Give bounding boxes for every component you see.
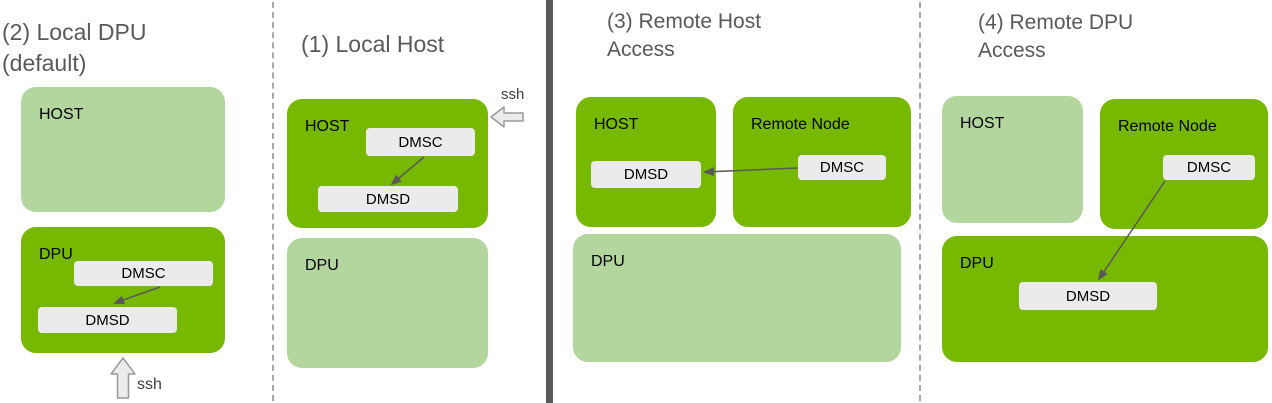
- host-box-local-host: HOST DMSC DMSD: [287, 99, 488, 228]
- dpu-label: DPU: [960, 255, 994, 272]
- panel-title-local-dpu: (2) Local DPU (default): [2, 19, 147, 76]
- remote-node-label: Remote Node: [751, 116, 850, 133]
- ssh-label: ssh: [137, 376, 162, 393]
- ssh-label: ssh: [501, 86, 525, 103]
- dmsc-module: DMSC: [366, 128, 475, 156]
- dpu-box-local-host: DPU: [287, 238, 488, 368]
- dmsc-module: DMSC: [1163, 155, 1255, 180]
- dmsd-module: DMSD: [1019, 282, 1157, 310]
- remote-node-box-remote-dpu: Remote Node DMSC: [1100, 99, 1268, 229]
- panel-divider-solid: [546, 0, 553, 403]
- host-box-remote-dpu: HOST: [942, 96, 1083, 223]
- dmsc-module: DMSC: [798, 155, 886, 180]
- host-label: HOST: [960, 115, 1005, 132]
- host-label: HOST: [39, 106, 84, 123]
- panel-title-remote-dpu-access: (4) Remote DPU Access: [978, 11, 1134, 62]
- panel-title-remote-host-access: (3) Remote Host Access: [607, 10, 762, 61]
- panel-divider-dashed-right: [919, 2, 921, 401]
- dpu-label: DPU: [305, 257, 339, 274]
- dmsd-module: DMSD: [591, 161, 701, 188]
- remote-node-box-remote-host: Remote Node DMSC: [733, 97, 911, 227]
- dpu-box-remote-host: DPU: [573, 234, 901, 362]
- host-box-local-dpu: HOST: [21, 87, 225, 212]
- host-label: HOST: [594, 116, 639, 133]
- dmsc-module: DMSC: [74, 261, 213, 286]
- panel-divider-dashed-left: [272, 2, 274, 401]
- ssh-up-arrow-icon: [110, 357, 136, 399]
- panel-title-local-host: (1) Local Host: [301, 31, 445, 57]
- host-box-remote-host: HOST DMSD: [576, 97, 716, 227]
- dpu-label: DPU: [39, 246, 73, 263]
- remote-node-label: Remote Node: [1118, 118, 1217, 135]
- dmsd-module: DMSD: [38, 307, 177, 333]
- dpu-box-remote-dpu: DPU DMSD: [942, 236, 1268, 362]
- dpu-box-local-dpu: DPU DMSC DMSD: [21, 227, 225, 353]
- ssh-left-arrow-icon: [490, 106, 524, 128]
- host-label: HOST: [305, 118, 350, 135]
- dpu-label: DPU: [591, 253, 625, 270]
- dmsd-module: DMSD: [318, 186, 458, 212]
